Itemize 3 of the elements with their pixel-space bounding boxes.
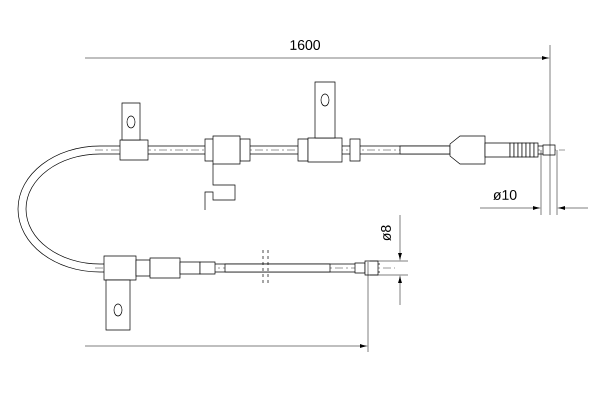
dimension-label: 1600	[290, 40, 320, 50]
dimension-label: ø8	[380, 225, 392, 241]
dimension-label: ø10	[493, 190, 517, 200]
